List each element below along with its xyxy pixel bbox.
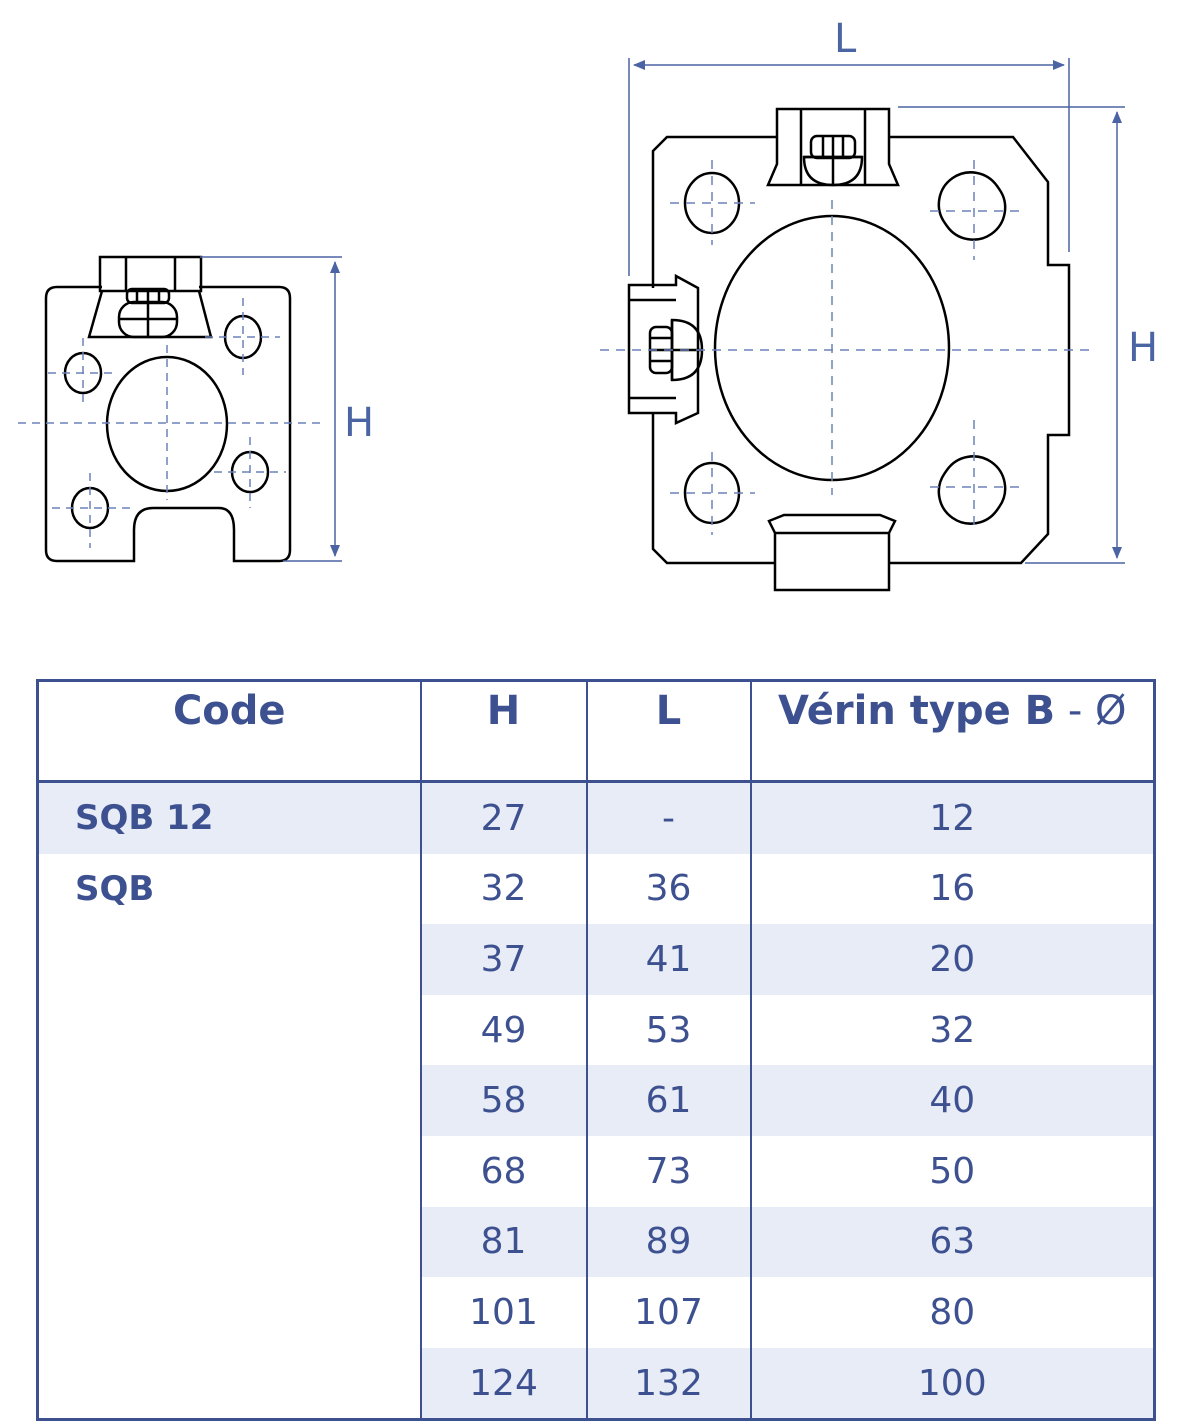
table-header-row: Code H L Vérin type B - Ø <box>37 680 1155 783</box>
cell-verin: 100 <box>750 1347 1155 1420</box>
cell-code: SQB <box>37 853 422 925</box>
cell-h: 49 <box>420 994 588 1066</box>
table-row: 101 107 80 <box>37 1277 1155 1348</box>
large-height-dimension: H <box>898 106 1158 564</box>
large-length-label: L <box>834 16 857 62</box>
cell-verin: 12 <box>750 781 1155 854</box>
small-bracket-outline <box>44 285 292 563</box>
cell-code <box>37 1135 422 1207</box>
cell-code <box>37 1347 422 1420</box>
table-row: 124 132 100 <box>37 1347 1155 1420</box>
cell-code <box>37 1206 422 1278</box>
cell-h: 58 <box>420 1065 588 1136</box>
table-row: 81 89 63 <box>37 1206 1155 1278</box>
header-code: Code <box>37 680 422 783</box>
cell-verin: 63 <box>750 1206 1155 1278</box>
cell-l: 36 <box>586 853 752 925</box>
large-top-clamp <box>766 107 900 187</box>
cell-h: 32 <box>420 853 588 925</box>
cell-h: 124 <box>420 1347 588 1420</box>
header-h: H <box>420 680 588 783</box>
cell-code <box>37 924 422 995</box>
cell-verin: 16 <box>929 868 976 910</box>
small-bracket-view: H <box>18 255 374 563</box>
table-row: SQB 12 27 - 12 <box>37 781 1155 854</box>
cell-l: 53 <box>586 994 752 1066</box>
table-row: 58 61 40 <box>37 1065 1155 1136</box>
cell-l: 73 <box>586 1135 752 1207</box>
cell-code: SQB 12 <box>37 781 422 854</box>
small-top-clamp <box>87 255 213 339</box>
cell-code <box>37 1277 422 1348</box>
table-row: 68 73 50 <box>37 1135 1155 1207</box>
large-height-label: H <box>1128 325 1158 371</box>
large-top-screw-head <box>802 134 864 187</box>
cell-h: 81 <box>420 1206 588 1278</box>
cell-verin: 50 <box>929 1150 976 1192</box>
cell-verin: 20 <box>750 924 1155 995</box>
header-verin: Vérin type B - Ø <box>750 680 1155 783</box>
small-height-label: H <box>344 400 374 446</box>
small-height-dimension: H <box>200 256 374 562</box>
cell-h: 37 <box>420 924 588 995</box>
cell-h: 101 <box>420 1277 588 1348</box>
cell-verin: 40 <box>750 1065 1155 1136</box>
technical-drawing: H <box>18 16 1158 592</box>
small-center-lines <box>18 298 325 548</box>
header-verin-diameter: - Ø <box>1055 688 1127 734</box>
cell-l: 107 <box>586 1277 752 1348</box>
dimension-table: Code H L Vérin type B - Ø SQB 12 27 - 12… <box>36 679 1156 1422</box>
large-left-clamp <box>627 273 700 425</box>
cell-verin: 32 <box>929 1009 976 1051</box>
cell-l: 132 <box>586 1347 752 1420</box>
cell-h: 27 <box>420 781 588 854</box>
large-left-screw-head <box>648 318 704 382</box>
cell-code <box>37 994 422 1066</box>
cell-l: 41 <box>586 924 752 995</box>
large-mounting-holes <box>683 171 1007 525</box>
cell-h: 68 <box>420 1135 588 1207</box>
small-screw-head <box>117 287 179 339</box>
header-l: L <box>586 680 752 783</box>
large-center-lines <box>600 160 1095 535</box>
large-bracket-view: L H <box>600 16 1158 592</box>
table-row: 37 41 20 <box>37 924 1155 995</box>
cell-l: 89 <box>586 1206 752 1278</box>
large-bottom-clamp <box>767 513 897 592</box>
cell-l: 61 <box>586 1065 752 1136</box>
table-row: 49 53 32 <box>37 994 1155 1066</box>
header-verin-label: Vérin type B <box>778 688 1056 734</box>
large-length-dimension: L <box>628 16 1070 276</box>
cell-l: - <box>586 781 752 854</box>
table-row: SQB 32 36 16 <box>37 853 1155 925</box>
cell-code <box>37 1065 422 1136</box>
cell-verin: 80 <box>929 1291 976 1333</box>
